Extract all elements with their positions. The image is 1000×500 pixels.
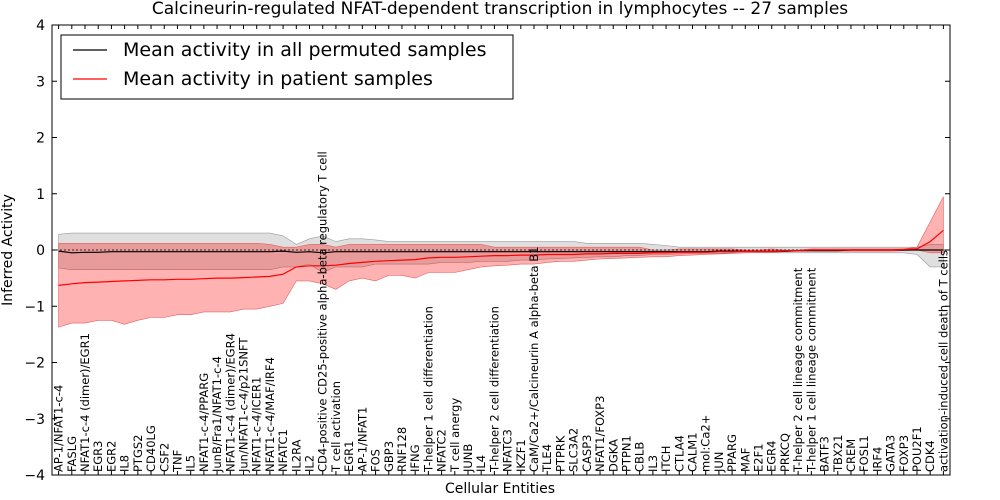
x-tick-label: PTPRK: [553, 435, 567, 472]
x-tick-label: JunB/Fra1/NFAT1-c-4: [210, 356, 224, 473]
x-tick-label: NFATC3: [501, 429, 515, 472]
x-tick-label: IKZF1: [514, 439, 528, 472]
x-tick-label: NFAT1-c-4 (dimer)/EGR4: [223, 333, 237, 472]
x-tick-label: CASP3: [580, 435, 594, 472]
chart-title: Calcineurin-regulated NFAT-dependent tra…: [152, 0, 848, 19]
permuted-band-layer: [58, 232, 944, 273]
x-tick-label: RNF128: [395, 427, 409, 472]
plot-frame: [51, 24, 951, 476]
x-tick-label: AP-1/NFAT1: [355, 407, 369, 472]
x-tick-label: NFATC1: [276, 429, 290, 472]
x-tick-label: GATA3: [884, 435, 898, 472]
y-tick-label: 0: [36, 243, 45, 259]
x-tick-label: T-helper 2 cell lineage commitment: [791, 267, 805, 473]
x-tick-label: IL4: [474, 455, 488, 472]
axis-ticks-layer: −4 −3 −2 −1 0 1 2 3 4: [24, 18, 950, 484]
x-tick-label: FOSL1: [857, 435, 871, 472]
x-tick-label: CDK4: [923, 440, 937, 472]
x-tick-label: MAF: [738, 448, 752, 472]
patient-mean-line: [58, 229, 944, 286]
x-tick-label: Jun/NFAT1-c-4/p21SNFT: [237, 337, 251, 473]
x-tick-label: NFAT1-c-4/ICER1: [250, 377, 264, 472]
x-tick-label: PRKCQ: [778, 433, 792, 472]
y-tick-label: −3: [24, 412, 45, 428]
x-tick-label: T-helper 1 cell differentiation: [421, 306, 435, 473]
x-tick-label: E2F1: [752, 443, 766, 472]
y-axis-label: Inferred Activity: [0, 194, 16, 306]
x-tick-label: CSF2: [157, 443, 171, 472]
y-tick-label: −1: [24, 299, 45, 315]
legend-label-permuted: Mean activity in all permuted samples: [123, 39, 486, 61]
x-axis-label: Cellular Entities: [445, 481, 555, 497]
x-tick-label: activation-induced cell death of T cells: [936, 250, 950, 472]
y-tick-label: 4: [36, 18, 45, 34]
x-tick-label: IL5: [184, 455, 198, 472]
x-tick-label: AP-1/NFAT1-c-4: [52, 385, 66, 472]
y-tick-label: 1: [36, 187, 45, 203]
patient-band-layer: [58, 196, 944, 328]
x-tick-label: CaM/Ca2+/Calcineurin A alpha-beta B1: [527, 247, 541, 472]
x-tick-label: POU2F1: [910, 426, 924, 472]
series-lines-layer: [58, 229, 944, 286]
x-tick-label: EGR2: [104, 441, 118, 473]
x-tick-label: IRF4: [870, 447, 884, 472]
x-tick-label: T-helper 1 cell lineage commitment: [804, 267, 818, 473]
x-tick-label: GBP3: [382, 441, 396, 472]
x-tick-label: PPARG: [725, 434, 739, 472]
x-tick-label: FOXP3: [897, 435, 911, 472]
x-tick-label: NFAT1-c-4/PPARG: [197, 373, 211, 472]
legend-label-patient: Mean activity in patient samples: [123, 68, 433, 90]
patient-confidence-band: [58, 196, 944, 328]
x-tick-label: NFAT1/FOXP3: [593, 396, 607, 472]
x-tick-label: FASLG: [65, 436, 79, 472]
x-tick-label: JUN: [712, 452, 726, 473]
x-tick-label: CD40LG: [144, 425, 158, 472]
x-tick-label: EGR1: [342, 441, 356, 473]
x-tick-label: FOS: [369, 449, 383, 472]
x-tick-label: ITCH: [659, 446, 673, 472]
x-tick-label: IL2RA: [289, 439, 303, 472]
y-tick-label: −2: [24, 356, 45, 372]
x-tick-label: DGKA: [606, 439, 620, 472]
x-tick-label: TBX21: [831, 435, 845, 473]
x-tick-label: SLC3A2: [567, 428, 581, 472]
y-tick-label: 2: [36, 131, 45, 147]
x-tick-label: JUNB: [461, 444, 475, 473]
x-tick-label: CREM: [844, 439, 858, 472]
x-tick-label: NFATC2: [435, 429, 449, 472]
x-tick-label: T-helper 2 cell differentiation: [487, 306, 501, 473]
x-tick-label: BATF3: [818, 436, 832, 472]
x-tick-label: IL2: [303, 455, 317, 472]
x-tick-label: EGR3: [91, 441, 105, 473]
x-tick-label: NFAT1-c-4/MAF/IRF4: [263, 357, 277, 472]
x-tick-label: NFAT1-c-4 (dimer)/EGR1: [78, 333, 92, 472]
x-tick-label: PTPN1: [620, 435, 634, 472]
x-tick-label: CTLA4: [672, 435, 686, 472]
y-tick-label: 3: [36, 74, 45, 90]
x-tick-label: TLE4: [540, 444, 554, 473]
x-tick-label: T cell activation: [329, 381, 343, 473]
x-tick-label: T cell anergy: [448, 398, 462, 473]
x-tick-label: IL3: [646, 455, 660, 472]
x-tick-label: CD4-positive CD25-positive alpha-beta re…: [316, 151, 330, 472]
permuted-confidence-band: [58, 232, 944, 273]
x-tick-label: EGR4: [765, 441, 779, 473]
x-tick-label: PTGS2: [131, 435, 145, 473]
y-tick-label: −4: [24, 468, 45, 484]
legend: Mean activity in all permuted samples Me…: [60, 34, 514, 100]
legend-box: [60, 34, 514, 100]
x-tick-label: IFNG: [408, 444, 422, 472]
x-tick-label: IL8: [118, 455, 132, 472]
x-tick-label: TNF: [171, 450, 185, 473]
x-tick-label: CBLB: [633, 442, 647, 472]
x-tick-label: mol:Ca2+: [699, 415, 713, 472]
x-tick-label: CALM1: [686, 432, 700, 472]
